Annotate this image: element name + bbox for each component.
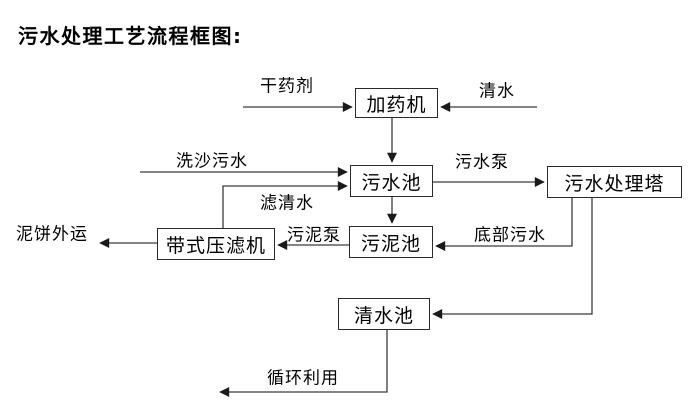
flow-label-bottom-sewage: 底部污水 [474,225,546,246]
node-sludge-pool: 污泥池 [349,226,433,258]
node-clean-water-pool-label: 清水池 [353,304,414,327]
node-clean-water-pool: 清水池 [338,298,430,330]
flow-label-sludge-pump: 污泥泵 [287,225,341,246]
flow-label-dry-chemical: 干药剂 [260,76,314,97]
edge-tower-to-clean-pool [432,198,593,319]
flow-label-filtered-water: 滤清水 [260,193,314,214]
node-sludge-pool-label: 污泥池 [360,232,421,255]
edge-clean-pool-to-recycling [219,330,388,397]
node-belt-filter-press: 带式压滤机 [157,228,275,260]
node-treatment-tower: 污水处理塔 [547,166,682,198]
flow-label-recycling: 循环利用 [267,368,339,389]
flow-label-mud-cake-out: 泥饼外运 [16,224,88,245]
flow-label-sewage-pump: 污水泵 [455,152,509,173]
flow-label-clean-water: 清水 [479,81,515,102]
node-treatment-tower-label: 污水处理塔 [564,172,665,195]
node-dosing-machine: 加药机 [355,88,438,118]
node-dosing-machine-label: 加药机 [366,93,427,116]
edge-filtered-water-to-sewage-pool [222,181,348,228]
edge-tower-to-sludge-pool [435,198,573,251]
node-sewage-pool: 污水池 [350,165,433,197]
page-title: 污水处理工艺流程框图: [18,24,243,48]
flow-label-sand-washing-sewage: 洗沙污水 [176,151,248,172]
node-belt-filter-press-label: 带式压滤机 [165,234,266,257]
node-sewage-pool-label: 污水池 [361,171,422,194]
